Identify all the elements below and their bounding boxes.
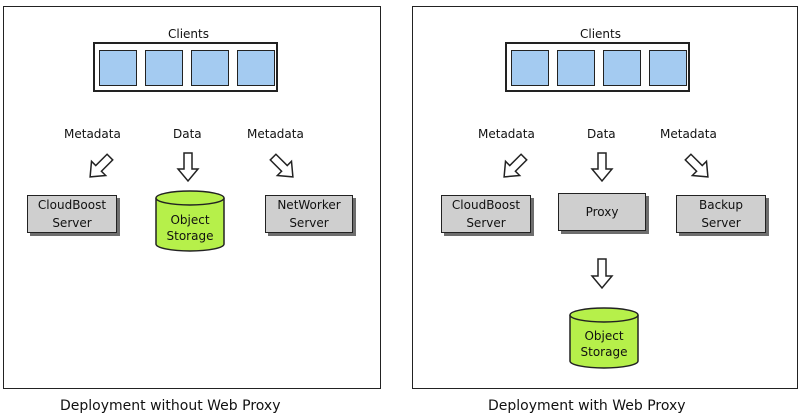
clients-group [505,42,690,92]
backup-server-box: Backup Server [676,195,766,233]
client-box [191,50,229,86]
data-label: Data [173,127,202,141]
object-storage-cylinder [155,190,225,252]
arrow-down-icon [590,152,614,183]
server-label-line1: Backup [699,198,743,212]
cloudboost-server-box: CloudBoost Server [441,195,531,233]
clients-label: Clients [168,27,209,41]
storage-label-line1: Object [584,329,624,343]
proxy-label: Proxy [585,205,619,219]
storage-label-line2: Storage [166,229,214,243]
arrow-down-left-icon [89,153,114,178]
arrow-down-icon [590,258,614,290]
arrow-down-left-icon [503,153,528,178]
metadata-label: Metadata [478,127,535,141]
server-label-line2: Server [466,216,506,230]
storage-label-line1: Object [170,213,210,227]
server-label-line2: Server [52,216,92,230]
arrow-down-icon [176,152,200,183]
networker-server-box: NetWorker Server [265,195,353,233]
client-box [557,50,595,86]
arrow-down-right-icon [269,153,294,178]
server-label-line2: Server [289,216,329,230]
storage-label: Object Storage [154,212,226,244]
client-box [237,50,275,86]
client-box [511,50,549,86]
data-label: Data [587,127,616,141]
cloudboost-server-box: CloudBoost Server [27,195,117,233]
client-box [145,50,183,86]
storage-label: Object Storage [568,328,640,360]
object-storage-cylinder [569,307,639,369]
metadata-label: Metadata [247,127,304,141]
client-box [99,50,137,86]
caption-without-proxy: Deployment without Web Proxy [60,398,281,414]
proxy-box: Proxy [558,193,646,231]
metadata-label: Metadata [660,127,717,141]
caption-with-proxy: Deployment with Web Proxy [488,398,686,414]
clients-group [93,42,278,92]
client-box [649,50,687,86]
metadata-label: Metadata [64,127,121,141]
server-label-line1: NetWorker [277,198,341,212]
server-label-line1: CloudBoost [37,198,107,212]
client-box [603,50,641,86]
server-label-line2: Server [701,216,741,230]
clients-label: Clients [580,27,621,41]
arrow-down-right-icon [684,153,709,178]
storage-label-line2: Storage [580,345,628,359]
server-label-line1: CloudBoost [451,198,521,212]
